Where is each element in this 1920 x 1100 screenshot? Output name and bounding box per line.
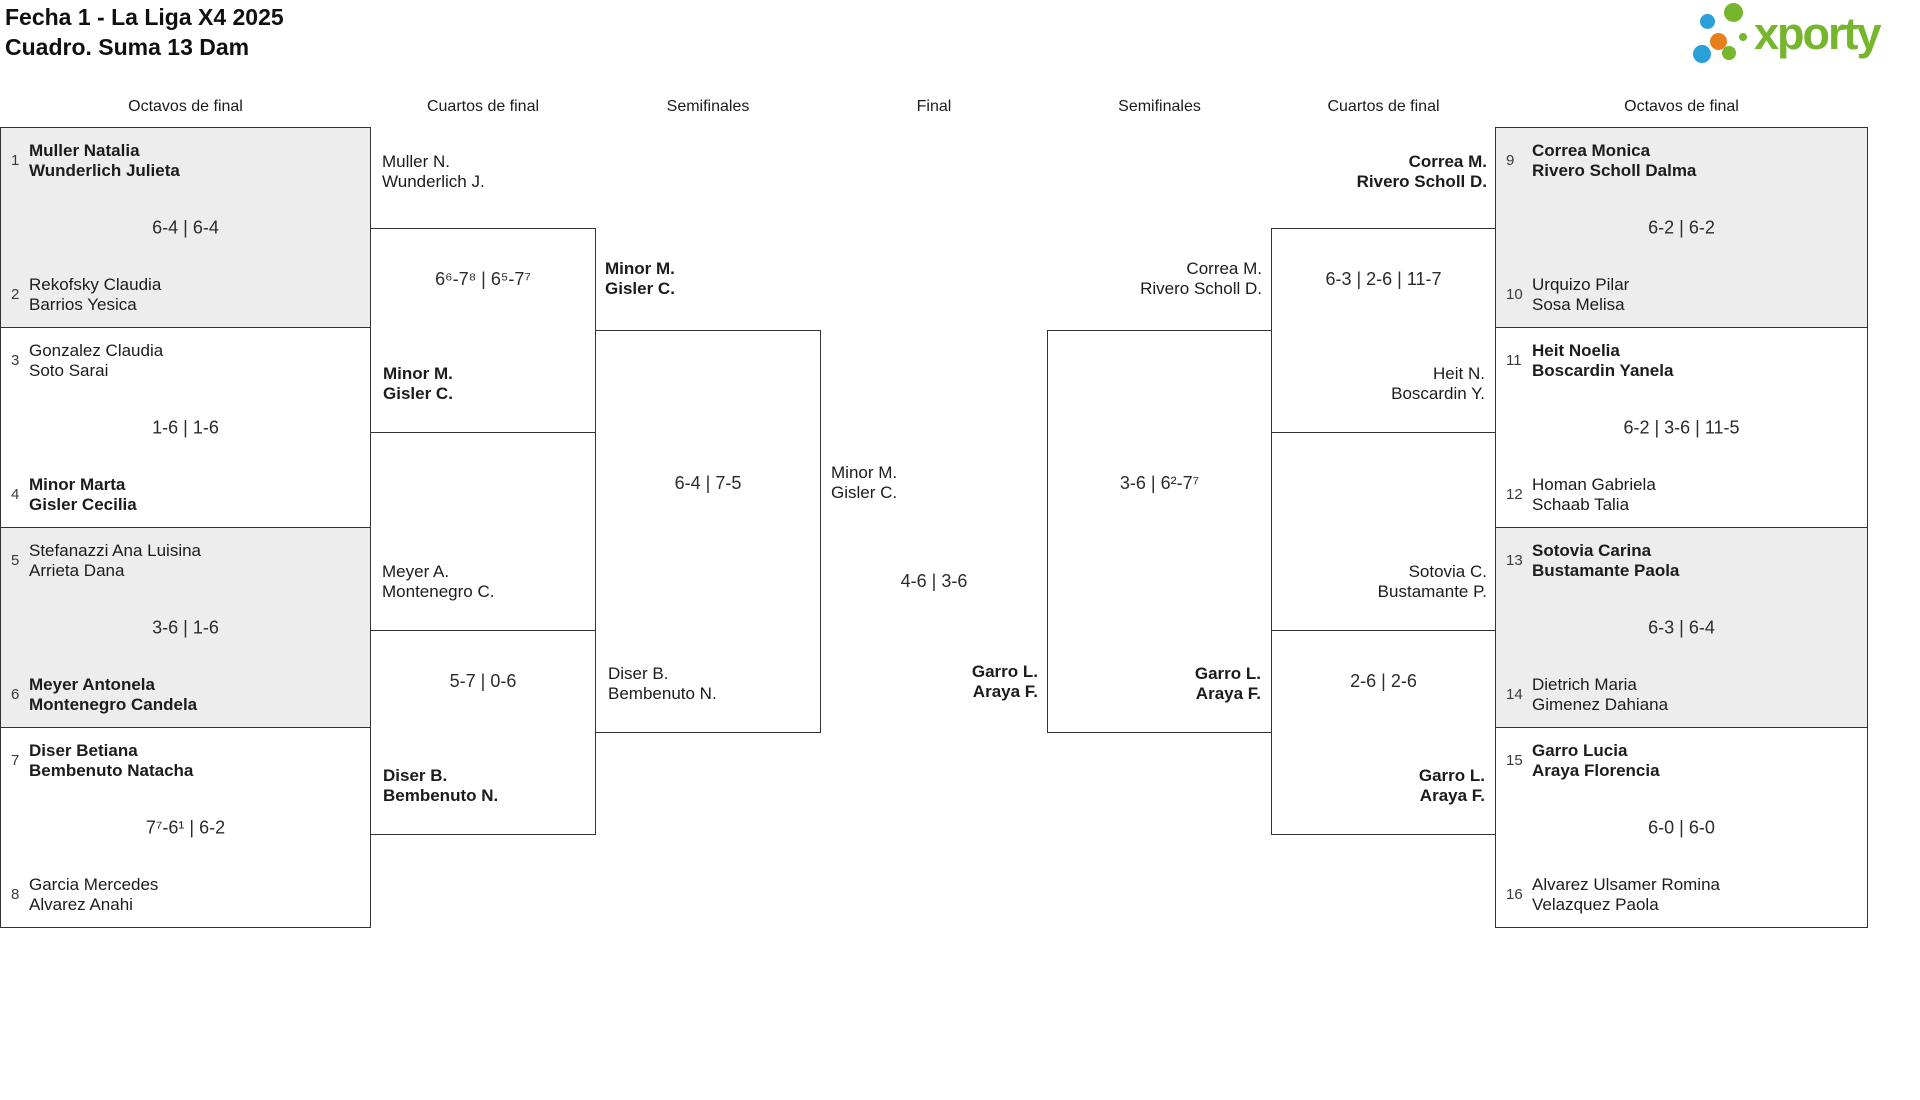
- round-header-left-cuartos: Cuartos de final: [426, 98, 540, 115]
- team-name: Minor M.Gisler C.: [831, 463, 898, 502]
- match-score: 6-4 | 7-5: [674, 473, 742, 493]
- logo-wordmark: xporty: [1754, 8, 1882, 59]
- logo-dot-green-icon: [1724, 3, 1743, 22]
- team-name: Correa M.Rivero Scholl D.: [1140, 259, 1262, 298]
- seed-number: 13: [1506, 552, 1523, 569]
- seed-number: 8: [11, 886, 20, 903]
- xporty-logo[interactable]: xporty: [1690, 0, 1920, 72]
- team-name: Diser B.Bembenuto N.: [608, 664, 717, 703]
- seed-number: 4: [11, 486, 20, 503]
- team-name: Meyer A.Montenegro C.: [382, 562, 495, 601]
- seed-number: 2: [11, 286, 20, 303]
- logo-dot-blue-icon: [1693, 45, 1711, 63]
- round-header-left-semis: Semifinales: [666, 98, 750, 115]
- draw-name: Cuadro. Suma 13 Dam: [5, 34, 250, 60]
- match-score: 7⁷-6¹ | 6-2: [145, 817, 226, 837]
- seed-number: 15: [1506, 752, 1523, 769]
- match-box-cuartos-right-1: 6-3 | 2-6 | 11-7 Heit N.Boscardin Y.: [1271, 228, 1496, 433]
- match-score: 6-3 | 2-6 | 11-7: [1325, 269, 1442, 289]
- team-name: Heit N.Boscardin Y.: [1391, 364, 1485, 403]
- match-score: 1-6 | 1-6: [152, 417, 219, 437]
- match-score: 5-7 | 0-6: [449, 671, 517, 691]
- match-score: 6-2 | 3-6 | 11-5: [1623, 417, 1740, 437]
- seed-number: 10: [1506, 286, 1523, 303]
- team-name: Sotovia C.Bustamante P.: [1377, 562, 1487, 601]
- team-name: Correa M.Rivero Scholl D.: [1356, 152, 1487, 191]
- page-title: Fecha 1 - La Liga X4 2025 Cuadro. Suma 1…: [5, 2, 284, 62]
- seed-number: 6: [11, 686, 20, 703]
- logo-dot-green-icon: [1722, 46, 1736, 60]
- match-box-semifinal-left: 6-4 | 7-5 Diser B.Bembenuto N.: [595, 330, 821, 733]
- match-score: 6-3 | 6-4: [1648, 617, 1715, 637]
- seed-number: 7: [11, 752, 20, 769]
- logo-dot-blue-icon: [1700, 14, 1715, 29]
- team-name: Garro L.Araya F.: [971, 662, 1038, 701]
- match-score: 2-6 | 2-6: [1350, 671, 1417, 691]
- seed-number: 12: [1506, 486, 1523, 503]
- seed-number: 14: [1506, 686, 1523, 703]
- team-name: Minor M.Gisler C.: [605, 259, 675, 298]
- seed-number: 5: [11, 552, 20, 569]
- team-name: Garro L.Araya F.: [1418, 766, 1485, 805]
- seed-number: 3: [11, 352, 20, 369]
- seed-number: 11: [1506, 352, 1522, 369]
- match-box-cuartos-right-2: 2-6 | 2-6 Garro L.Araya F.: [1271, 630, 1496, 835]
- round-header-left-octavos: Octavos de final: [128, 98, 243, 115]
- round-header-right-semis: Semifinales: [1118, 98, 1201, 115]
- seed-number: 1: [11, 152, 20, 169]
- team-name: Diser B.Bembenuto N.: [383, 766, 499, 805]
- team-name: Minor M.Gisler C.: [383, 364, 453, 403]
- round-header-right-cuartos: Cuartos de final: [1327, 98, 1440, 115]
- match-score: 6-0 | 6-0: [1648, 817, 1715, 837]
- round-header-final: Final: [916, 98, 952, 115]
- match-score: 3-6 | 6²-7⁷: [1119, 473, 1200, 493]
- match-score: 6-4 | 6-4: [152, 217, 219, 237]
- tournament-name: Fecha 1 - La Liga X4 2025: [5, 4, 284, 30]
- logo-dot-orange-icon: [1710, 33, 1727, 50]
- match-score: 3-6 | 1-6: [152, 617, 219, 637]
- round-header-right-octavos: Octavos de final: [1624, 98, 1739, 115]
- match-box-cuartos-left-2: 5-7 | 0-6 Diser B.Bembenuto N.: [370, 630, 596, 835]
- seed-number: 9: [1506, 152, 1515, 169]
- match-box-cuartos-left-1: 6⁶-7⁸ | 6⁵-7⁷ Minor M.Gisler C.: [370, 228, 596, 433]
- match-score: 6-2 | 6-2: [1648, 217, 1715, 237]
- final-score: 4-6 | 3-6: [900, 571, 968, 591]
- team-name: Muller N.Wunderlich J.: [382, 152, 485, 191]
- seed-number: 16: [1506, 886, 1523, 903]
- logo-dot-green-icon: [1739, 33, 1747, 41]
- team-name: Garro L.Araya F.: [1194, 664, 1261, 703]
- match-box-semifinal-right: 3-6 | 6²-7⁷ Garro L.Araya F.: [1047, 330, 1272, 733]
- match-score: 6⁶-7⁸ | 6⁵-7⁷: [435, 269, 531, 289]
